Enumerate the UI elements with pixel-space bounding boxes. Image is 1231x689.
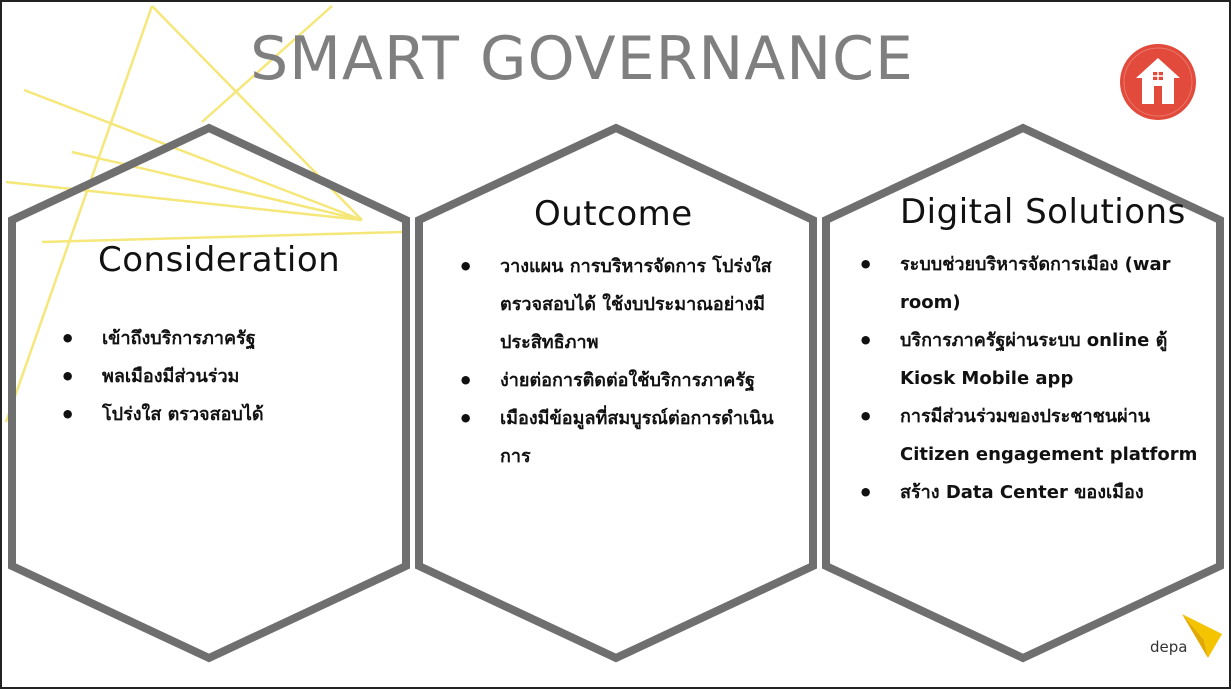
- depa-arrow-icon: [1182, 614, 1222, 658]
- list-item: ระบบช่วยบริหารจัดการเมือง (war room): [858, 246, 1198, 322]
- column-heading: Outcome: [534, 194, 693, 234]
- bullet-list: ระบบช่วยบริหารจัดการเมือง (war room) บริ…: [858, 246, 1198, 512]
- list-item: เข้าถึงบริการภาครัฐ: [60, 320, 390, 358]
- list-item: เมืองมีข้อมูลที่สมบูรณ์ต่อการดำเนินการ: [458, 400, 792, 476]
- bullet-list: เข้าถึงบริการภาครัฐ พลเมืองมีส่วนร่วม โป…: [60, 320, 390, 434]
- list-item: การมีส่วนร่วมของประชาชนผ่าน Citizen enga…: [858, 398, 1198, 474]
- hexagon-consideration: [8, 123, 410, 663]
- list-item: โปร่งใส ตรวจสอบได้: [60, 396, 390, 434]
- bullet-list: วางแผน การบริหารจัดการ โปร่งใสตรวจสอบได้…: [458, 248, 792, 476]
- hexagon-outcome: [415, 123, 817, 663]
- home-icon: [1136, 58, 1180, 104]
- column-consideration: Consideration เข้าถึงบริการภาครัฐ พลเมือ…: [60, 240, 390, 434]
- list-item: บริการภาครัฐผ่านระบบ online ตู้ Kiosk Mo…: [858, 322, 1198, 398]
- hexagon-digital-solutions: [822, 123, 1224, 663]
- list-item: สร้าง Data Center ของเมือง: [858, 474, 1198, 512]
- home-button[interactable]: [1118, 42, 1198, 122]
- list-item: พลเมืองมีส่วนร่วม: [60, 358, 390, 396]
- page-title: SMART GOVERNANCE: [250, 24, 914, 94]
- column-heading: Consideration: [98, 240, 341, 280]
- column-digital-solutions: Digital Solutions ระบบช่วยบริหารจัดการเม…: [858, 192, 1218, 512]
- list-item: ง่ายต่อการติดต่อใช้บริการภาครัฐ: [458, 362, 792, 400]
- column-heading: Digital Solutions: [900, 192, 1186, 232]
- depa-logo: depa: [1150, 638, 1188, 656]
- column-outcome: Outcome วางแผน การบริหารจัดการ โปร่งใสตร…: [458, 194, 792, 476]
- list-item: วางแผน การบริหารจัดการ โปร่งใสตรวจสอบได้…: [458, 248, 792, 362]
